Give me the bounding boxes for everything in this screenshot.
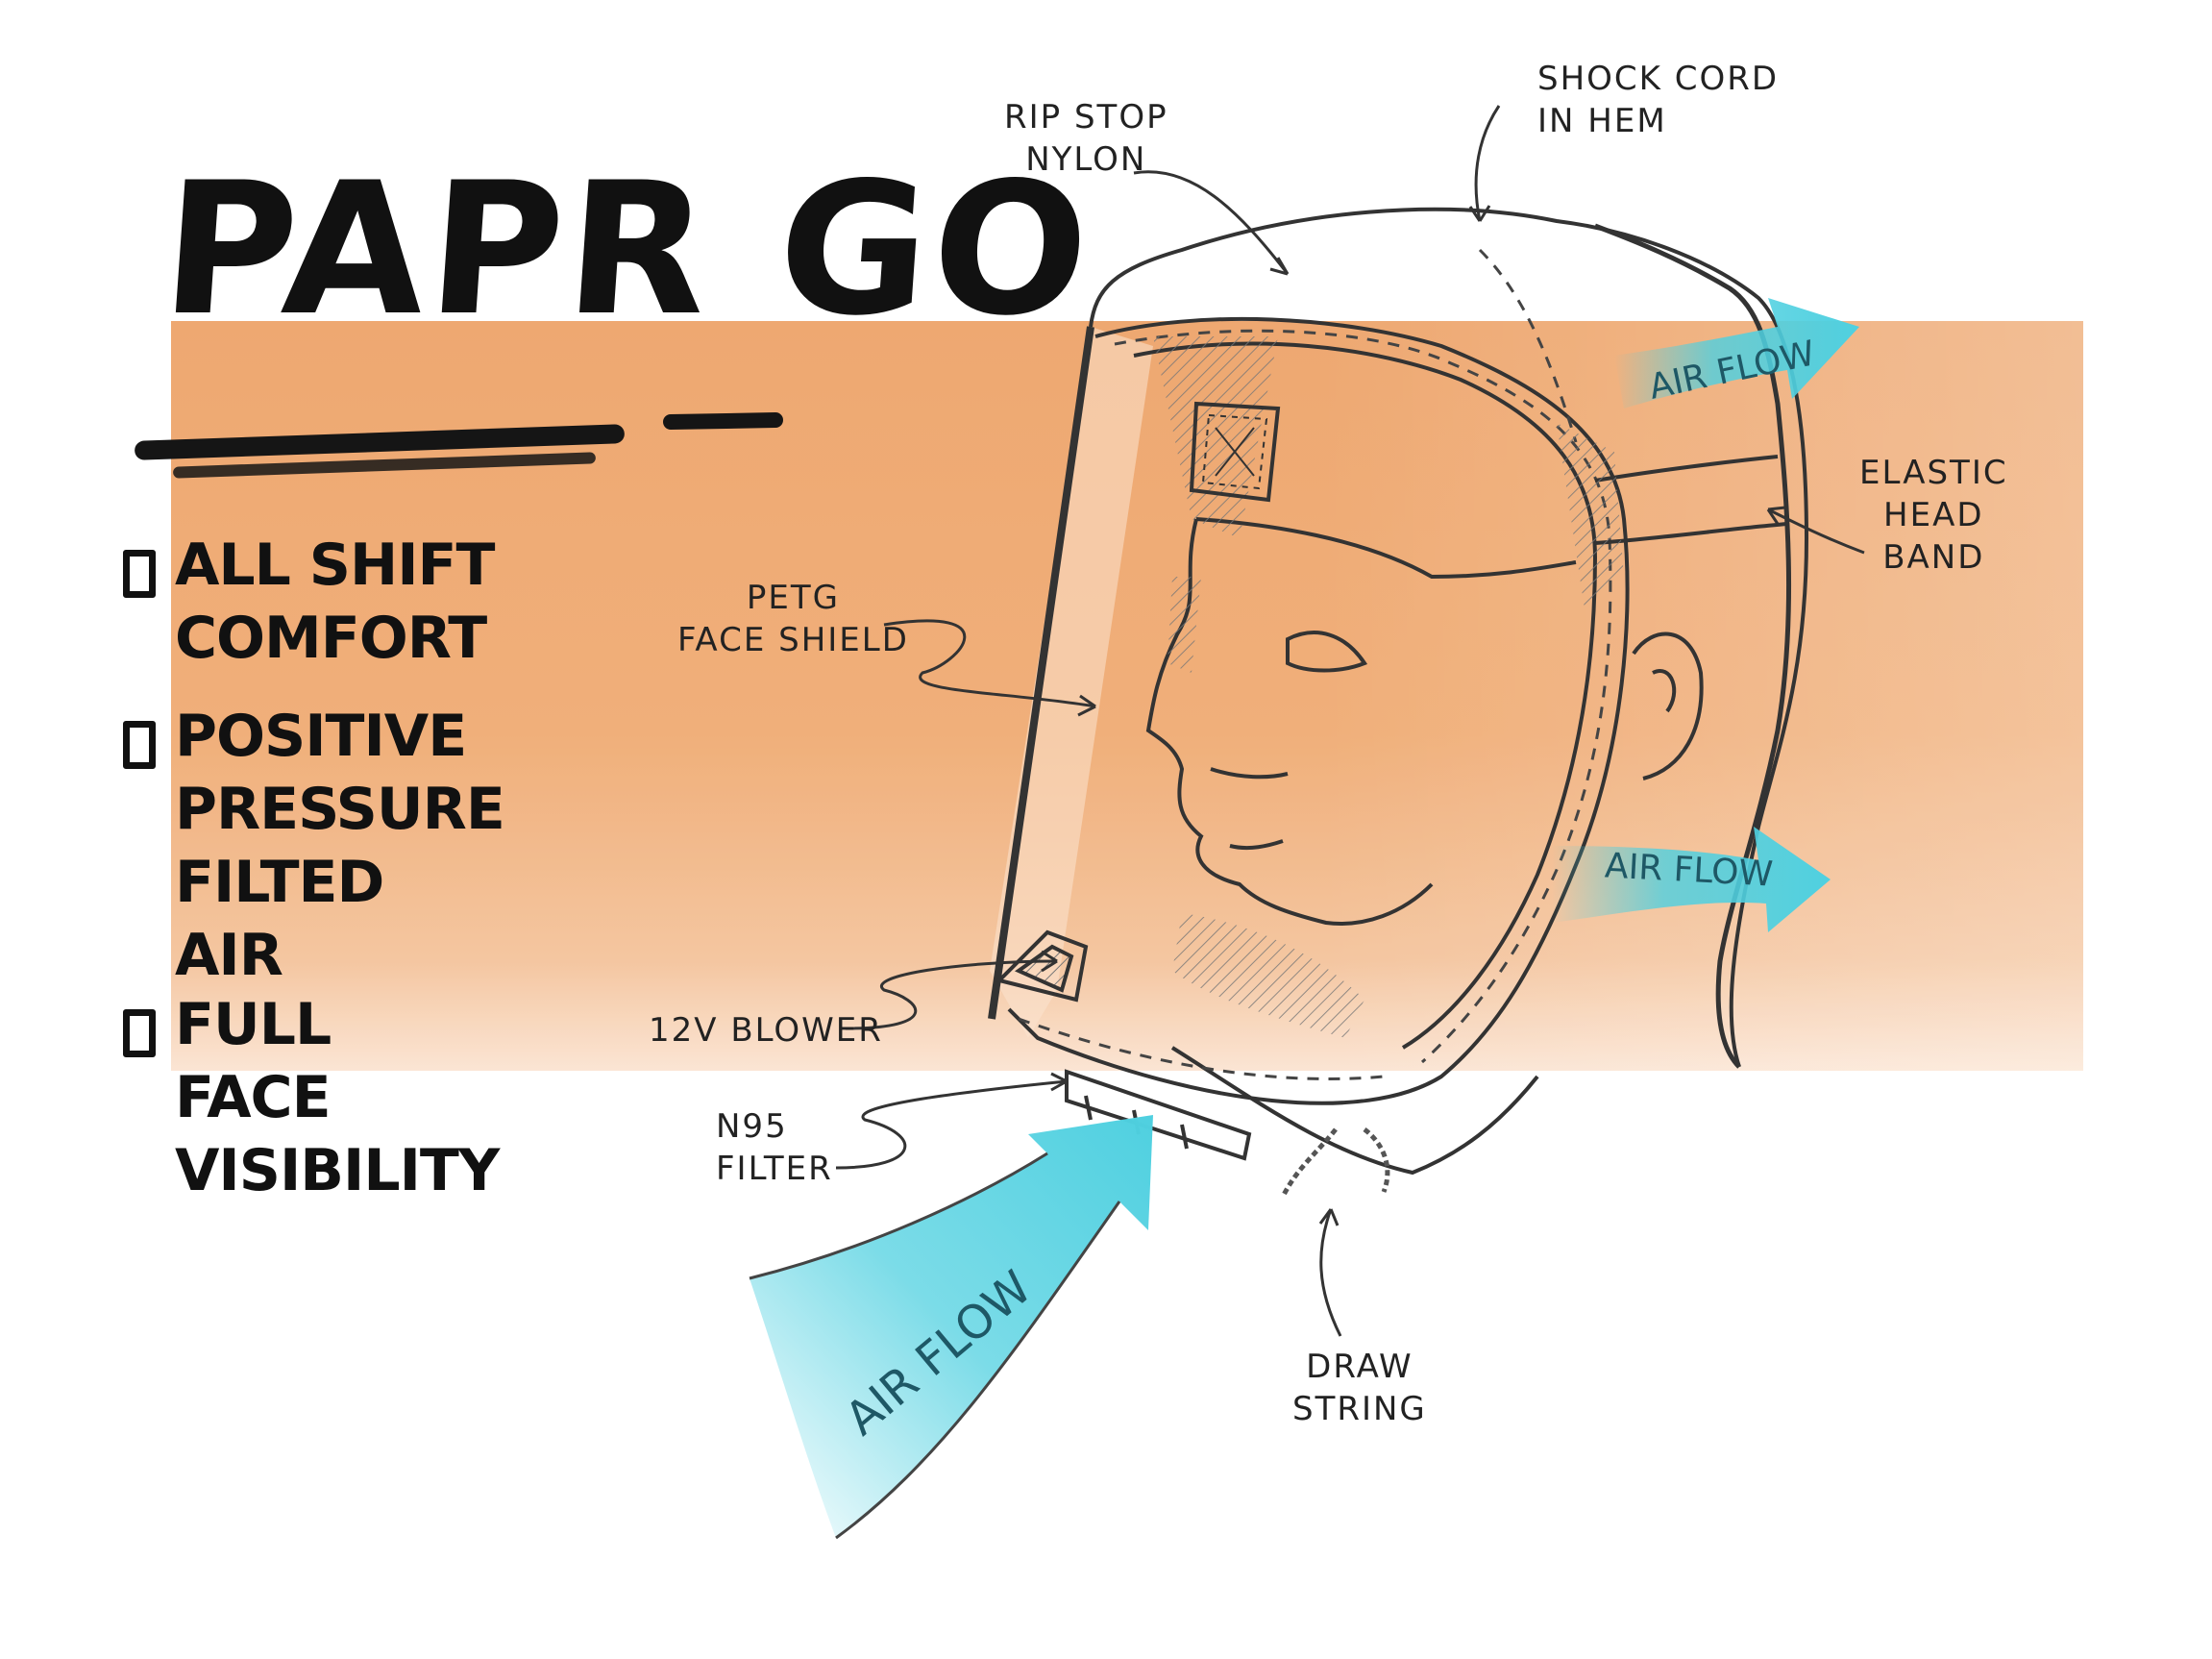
label-rip-stop-nylon: RIP STOP NYLON	[1004, 98, 1168, 179]
hood-patch	[1189, 401, 1281, 503]
airflow-arrow-bottom	[749, 1115, 1153, 1540]
hood-outline	[1007, 207, 1809, 1176]
draw-string	[1280, 1127, 1390, 1199]
hatch-shading	[1153, 336, 1624, 1038]
feature-text: POSITIVE PRESSURE FILTED AIR	[175, 703, 505, 989]
label-elastic-head-band: ELASTIC HEAD BAND	[1859, 454, 2008, 577]
checkbox-icon	[123, 721, 156, 769]
checkbox-icon	[123, 1009, 156, 1057]
label-draw-string: DRAW STRING	[1292, 1348, 1427, 1428]
label-n95-filter: N95 FILTER	[716, 1107, 833, 1188]
label-petg-face-shield: PETG FACE SHIELD	[677, 579, 909, 659]
airflow-arrow-middle	[1552, 827, 1831, 932]
head-back-outline	[1594, 223, 1792, 1069]
label-shock-cord: SHOCK CORD IN HEM	[1537, 60, 1780, 140]
airflow-arrow-top	[1614, 298, 1859, 409]
leader-lines	[835, 105, 1865, 1337]
label-12v-blower: 12V BLOWER	[649, 1011, 883, 1050]
feature-text: FULL FACE VISIBILITY	[175, 991, 500, 1204]
face-shield	[988, 326, 1153, 1038]
feature-text: ALL SHIFT COMFORT	[175, 532, 495, 672]
checkbox-icon	[123, 550, 156, 598]
